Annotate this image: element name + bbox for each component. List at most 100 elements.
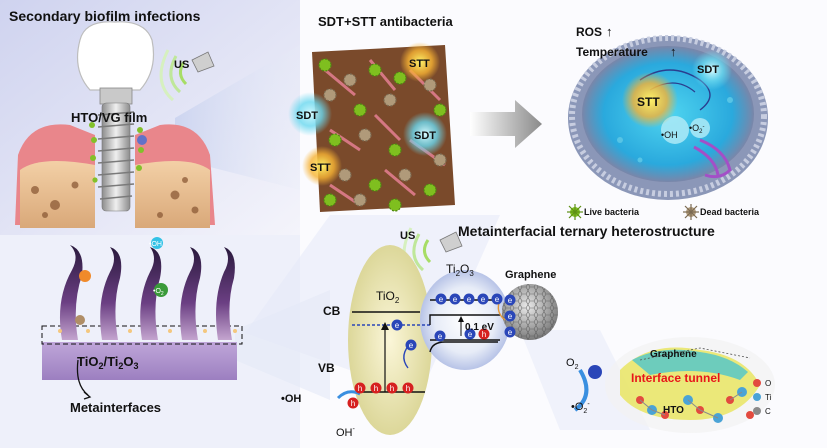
svg-text:e: e bbox=[395, 321, 400, 330]
band-vb-label: VB bbox=[318, 361, 335, 375]
tunnel-o2-label: O2 bbox=[566, 357, 579, 371]
legend-live-label: Live bacteria bbox=[584, 207, 640, 217]
atom-legend-o-label: O bbox=[765, 379, 771, 388]
cell-oh-label: •OH bbox=[661, 130, 678, 140]
tio2-particle bbox=[348, 245, 432, 435]
interface-tunnel-illustration bbox=[573, 337, 775, 433]
svg-text:h: h bbox=[351, 399, 355, 408]
electron-icon: e bbox=[435, 293, 447, 305]
live-bacterium bbox=[323, 193, 337, 207]
cell-superoxide-label: •O2- bbox=[689, 123, 705, 135]
svg-text:h: h bbox=[390, 384, 394, 393]
live-bacterium bbox=[318, 58, 332, 72]
live-bacterium bbox=[423, 183, 437, 197]
atom-legend-c-label: C bbox=[765, 407, 771, 416]
dead-bacterium bbox=[353, 193, 367, 207]
electron-icon: e bbox=[504, 326, 516, 338]
electron-icon: e bbox=[504, 310, 516, 322]
ti2o3-particle bbox=[420, 270, 510, 370]
hole-icon: h bbox=[402, 382, 414, 394]
electron-icon: e bbox=[463, 293, 475, 305]
dead-bacterium bbox=[358, 128, 372, 142]
svg-text:e: e bbox=[438, 332, 443, 341]
svg-text:e: e bbox=[467, 295, 472, 304]
live-bacterium bbox=[368, 178, 382, 192]
electron-icon: e bbox=[405, 339, 417, 351]
process-arrow-icon bbox=[470, 100, 542, 148]
svg-text:e: e bbox=[468, 330, 473, 339]
bacterial-cell bbox=[568, 35, 768, 200]
svg-text:h: h bbox=[358, 384, 362, 393]
dead-bacterium bbox=[383, 93, 397, 107]
cell-sdt-label: SDT bbox=[697, 64, 719, 76]
dead-bacterium bbox=[423, 78, 437, 92]
svg-text:h: h bbox=[482, 330, 486, 339]
svg-text:e: e bbox=[409, 341, 414, 350]
metainterfaces-label: Metainterfaces bbox=[70, 400, 161, 415]
biofilm-bacteria bbox=[318, 58, 447, 212]
hole-icon: h bbox=[354, 382, 366, 394]
band-oh-product-label: •OH bbox=[281, 393, 301, 405]
dead-bacterium bbox=[343, 73, 357, 87]
legend-dead-label: Dead bacteria bbox=[700, 207, 760, 217]
tunnel-hto-label: HTO bbox=[663, 405, 684, 416]
electron-icon: e bbox=[504, 294, 516, 306]
electron-icon: e bbox=[464, 328, 476, 340]
svg-text:e: e bbox=[439, 295, 444, 304]
film-label: HTO/VG film bbox=[71, 110, 147, 125]
dead-bacterium bbox=[323, 88, 337, 102]
title-antibacteria: SDT+STT antibacteria bbox=[318, 14, 453, 29]
live-bacterium bbox=[368, 63, 382, 77]
atom-legend bbox=[753, 379, 761, 415]
band-cb-label: CB bbox=[323, 304, 341, 318]
live-bacterium bbox=[328, 133, 342, 147]
band-ev-label: 0.1 eV bbox=[465, 322, 494, 333]
live-bacterium bbox=[393, 71, 407, 85]
svg-text:h: h bbox=[374, 384, 378, 393]
tunnel-graphene-label: Graphene bbox=[650, 349, 697, 360]
electron-icon: e bbox=[449, 293, 461, 305]
electron-icon: e bbox=[491, 293, 503, 305]
abutment bbox=[99, 87, 133, 105]
band-oh-ion-label: OH- bbox=[336, 426, 356, 439]
interface-material-label: TiO2/Ti2O3 bbox=[77, 354, 139, 371]
svg-text:h: h bbox=[406, 384, 410, 393]
biofilm-glows bbox=[288, 42, 447, 186]
biofilm-sdt-label-1: SDT bbox=[296, 110, 318, 122]
live-bacterium bbox=[353, 103, 367, 117]
svg-text:e: e bbox=[508, 328, 513, 337]
beam-interface-to-band bbox=[235, 290, 330, 400]
interface-superoxide-label: •O2 bbox=[153, 288, 164, 297]
svg-text:e: e bbox=[481, 295, 486, 304]
cell-stt-label: STT bbox=[637, 95, 660, 109]
dead-bacterium bbox=[433, 153, 447, 167]
electron-icon: e bbox=[434, 330, 446, 342]
atom-legend-ti-label: Ti bbox=[765, 393, 772, 402]
implant-bacteria bbox=[89, 122, 144, 183]
ultrasound-probe-band-icon bbox=[402, 227, 463, 280]
svg-text:e: e bbox=[453, 295, 458, 304]
live-bacterium bbox=[433, 103, 447, 117]
implant-illustration bbox=[15, 21, 215, 228]
electron-icon: e bbox=[391, 319, 403, 331]
hole-icon: h bbox=[347, 397, 359, 409]
dead-bacteria-icon bbox=[683, 204, 699, 220]
band-tio2-label: TiO2 bbox=[376, 289, 400, 305]
tunnel-superoxide-label: •O2- bbox=[571, 401, 590, 415]
ros-label: ROS bbox=[576, 25, 602, 39]
temperature-up-arrow-icon: ↑ bbox=[670, 44, 677, 59]
live-bacterium bbox=[388, 198, 402, 212]
temperature-label: Temperature bbox=[576, 45, 648, 59]
hole-icon: h bbox=[370, 382, 382, 394]
svg-text:e: e bbox=[508, 312, 513, 321]
live-bacteria-icon bbox=[567, 204, 583, 220]
electron-icon: e bbox=[477, 293, 489, 305]
band-us-label: US bbox=[400, 230, 415, 242]
title-heterostructure: Metainterfacial ternary heterostructure bbox=[458, 223, 715, 239]
ultrasound-probe-icon bbox=[159, 49, 215, 102]
biofilm-sdt-label-2: SDT bbox=[414, 130, 436, 142]
interface-illustration bbox=[41, 237, 243, 400]
biofilm-stt-label-2: STT bbox=[310, 162, 331, 174]
